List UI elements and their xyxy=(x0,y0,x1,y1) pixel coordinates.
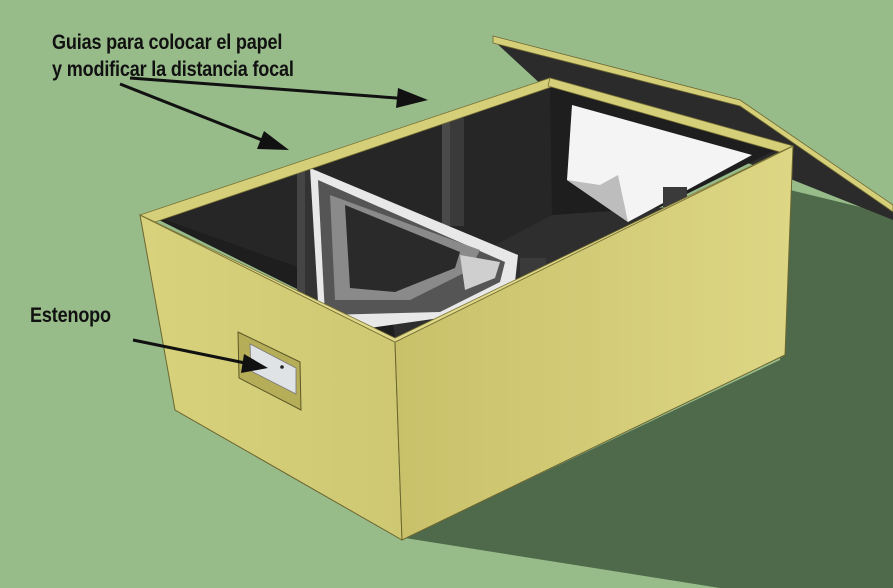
pinhole-annotation: Estenopo xyxy=(30,304,111,327)
arrow-pinhole xyxy=(132,338,251,366)
photo-paper-back-shade xyxy=(567,175,628,222)
negative-image-dark xyxy=(345,205,460,292)
arrow-guides-2 xyxy=(119,82,273,146)
arrow-guides-1 xyxy=(129,76,411,101)
guide-post-front-left-face xyxy=(297,170,305,305)
pinhole-dot xyxy=(280,365,284,369)
arrow-guides-1-head xyxy=(396,88,428,108)
guide-post-back-left-face xyxy=(442,118,450,226)
annotation-arrows xyxy=(119,76,428,373)
negative-image-highlight xyxy=(460,255,500,290)
box-shadow xyxy=(405,190,893,588)
lid-top-edge xyxy=(492,35,893,213)
guides-annotation-line1: Guias para colocar el papel xyxy=(52,31,283,54)
guides-annotation: Guias para colocar el papel y modificar … xyxy=(52,29,294,83)
arrow-pinhole-head xyxy=(241,354,268,373)
box-rim-front xyxy=(139,145,794,343)
arrow-guides-2-head xyxy=(257,131,289,150)
guides-annotation-line2: y modificar la distancia focal xyxy=(52,58,294,81)
